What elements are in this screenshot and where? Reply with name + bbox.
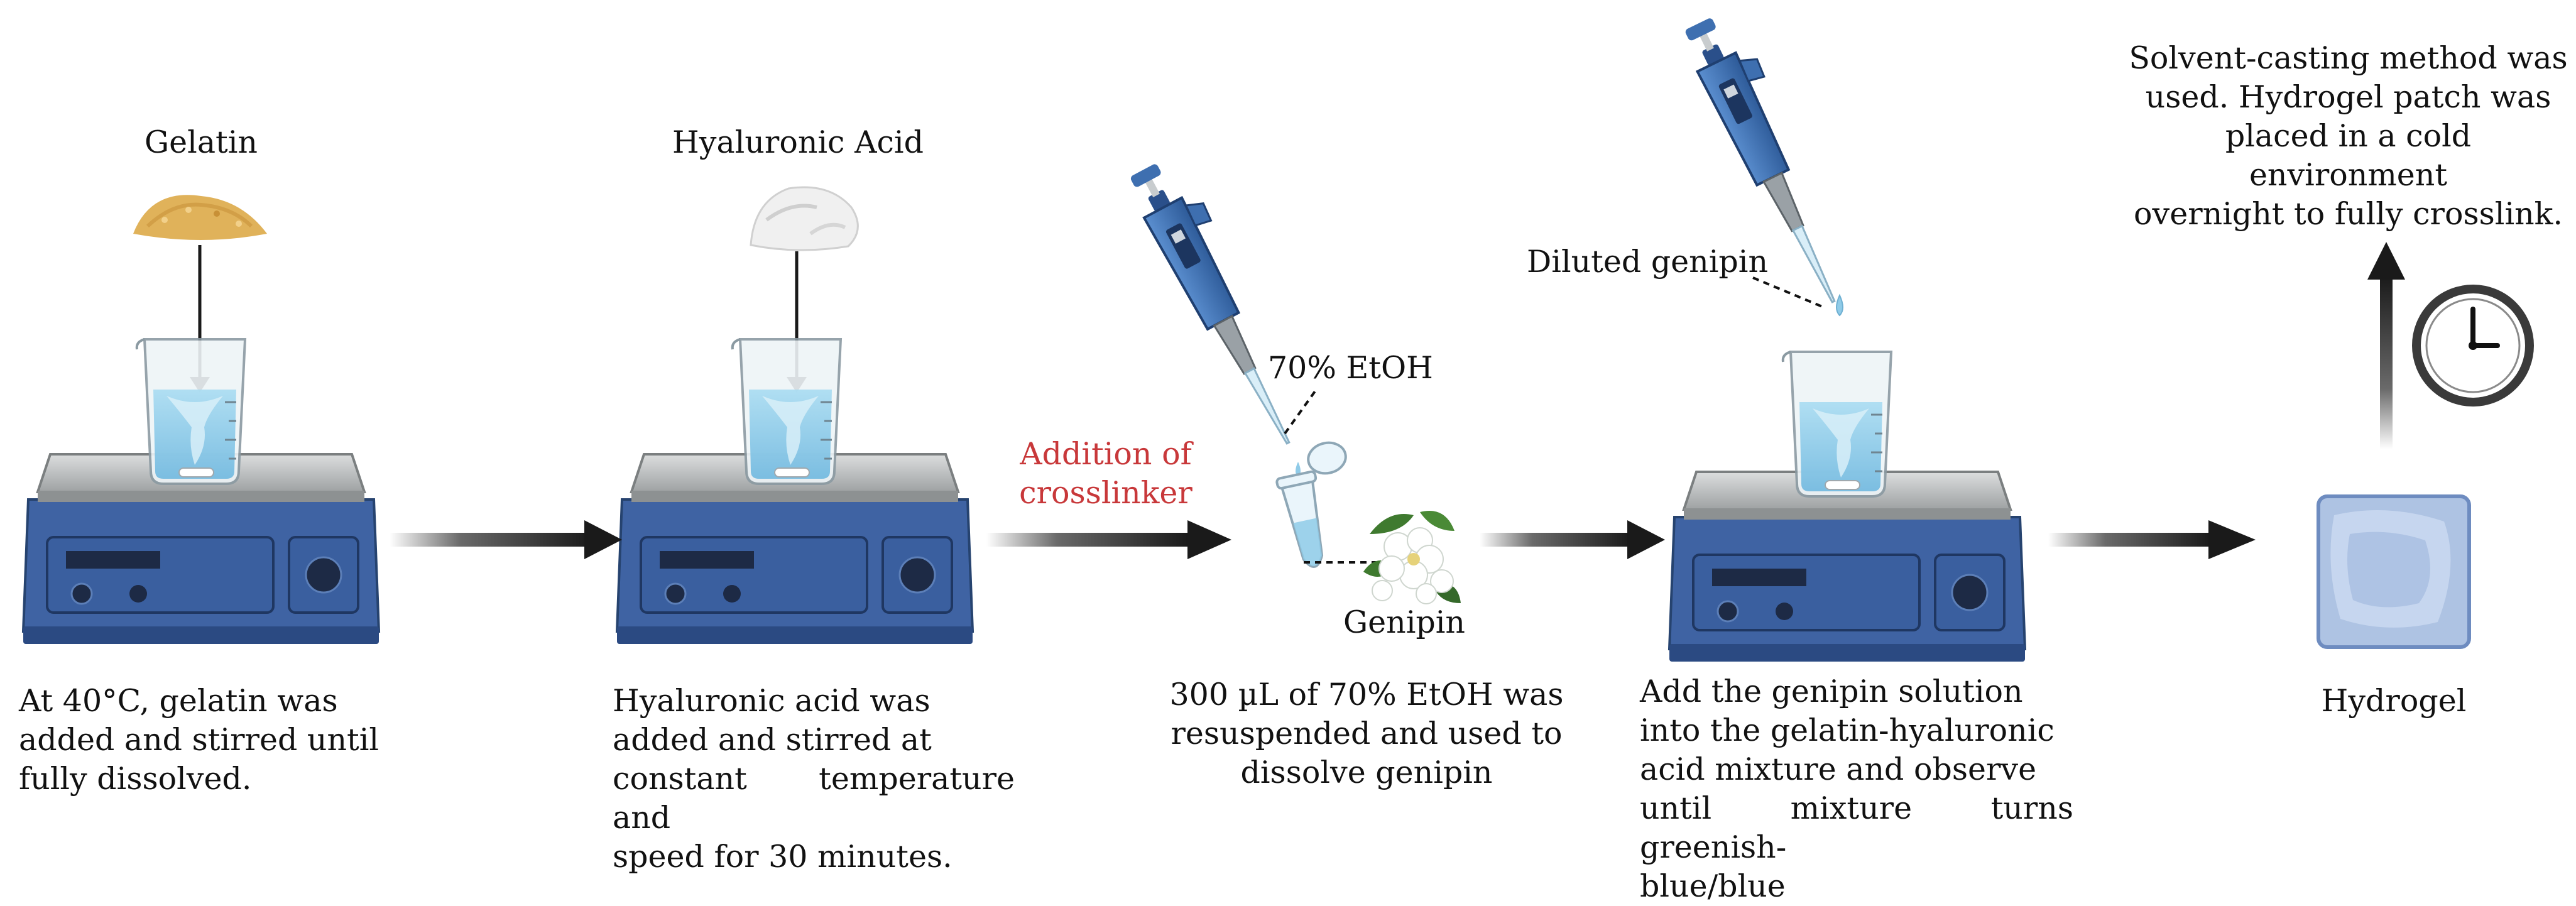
solvent-casting-note: Solvent-casting method was used. Hydroge… [2129, 40, 2568, 232]
microtube-icon [1275, 441, 1347, 568]
hydrogel-patch-icon [2317, 494, 2471, 649]
flower-icon [1363, 511, 1461, 604]
ha-powder-icon [750, 186, 859, 251]
beaker-icon [135, 338, 246, 485]
flow-arrow-2 [986, 520, 1231, 559]
gelatin-description: At 40°C, gelatin was added and stirred u… [19, 683, 379, 797]
flow-arrow-1 [390, 520, 622, 559]
up-arrow [2367, 242, 2405, 449]
mixing-description: Add the genipin solution into the gelati… [1640, 674, 2073, 904]
beaker-icon [1781, 351, 1892, 498]
magnetic-stirrer-icon [1668, 471, 2026, 663]
clock-icon [2412, 285, 2534, 407]
pipette-icon [1124, 152, 1321, 453]
hydrogel-label: Hydrogel [2321, 683, 2467, 719]
leader-line-ethanol [1284, 388, 1318, 435]
ethanol-label: 70% EtOH [1268, 350, 1433, 386]
process-diagram [22, 0, 2534, 663]
diluted-genipin-label: Diluted genipin [1527, 244, 1769, 280]
beaker-icon [731, 338, 842, 485]
gelatin-label: Gelatin [145, 124, 258, 160]
hyaluronic-description: Hyaluronic acid was added and stirred at… [613, 683, 1015, 875]
leader-line-diluted-genipin [1752, 276, 1826, 309]
droplet-icon [1836, 293, 1843, 317]
gelatin-powder-icon [133, 195, 267, 240]
hyaluronic-acid-label: Hyaluronic Acid [672, 124, 924, 160]
flow-arrow-3 [1480, 520, 1665, 559]
crosslinker-description: 300 µL of 70% EtOH was resuspended and u… [1169, 677, 1564, 790]
flow-arrow-4 [2048, 520, 2256, 559]
addition-of-crosslinker-label: Addition of crosslinker [1019, 436, 1192, 511]
genipin-label: Genipin [1343, 604, 1465, 640]
